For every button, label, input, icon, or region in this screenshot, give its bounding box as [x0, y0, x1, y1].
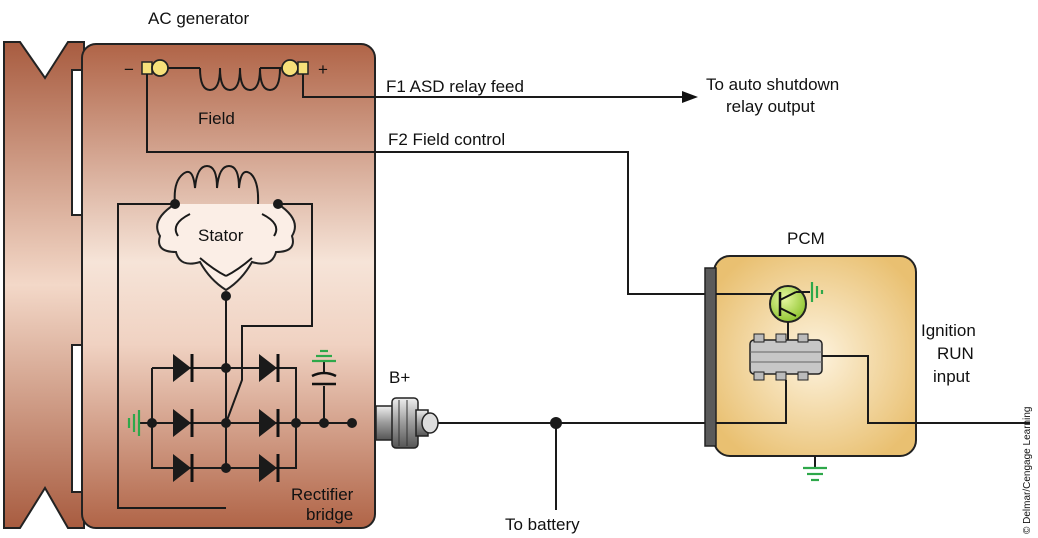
b-plus-label: B+ — [389, 368, 410, 387]
field-label: Field — [198, 109, 235, 128]
f1-arrowhead — [682, 91, 698, 103]
field-coil: − + Field — [124, 59, 328, 128]
capacitor-ground-icon — [312, 349, 336, 363]
ignition-label-line2: RUN — [937, 344, 974, 363]
rectifier-bridge: Rectifier bridge — [117, 203, 357, 524]
stator-label: Stator — [198, 226, 244, 245]
ac-generator-label: AC generator — [148, 9, 249, 28]
to-battery-label: To battery — [505, 515, 580, 534]
pcm-connector — [704, 267, 717, 447]
credit-text: © Delmar/Cengage Learning — [1022, 407, 1033, 534]
field-minus-stud — [151, 59, 169, 77]
diode — [173, 409, 191, 437]
field-minus-sign: − — [124, 60, 134, 79]
stator: Stator — [156, 164, 296, 301]
field-plus-sign: + — [318, 60, 328, 79]
pcm-ground-icon — [803, 466, 827, 482]
f1-label: F1 ASD relay feed — [386, 77, 524, 96]
field-plus-terminal — [297, 61, 309, 75]
diode — [173, 354, 191, 382]
diode — [259, 454, 277, 482]
ignition-label-line1: Ignition — [921, 321, 976, 340]
field-minus-terminal — [141, 61, 153, 75]
rectifier-label-line1: Rectifier — [291, 485, 354, 504]
pcm-module: PCM Ignition RU — [704, 229, 1030, 482]
b-plus-terminal: B+ — [375, 368, 439, 449]
diode — [259, 409, 277, 437]
transistor-ground-icon — [810, 282, 824, 302]
rectifier-label-line2: bridge — [306, 505, 353, 524]
output-wiring: To battery — [438, 417, 708, 534]
diode — [259, 354, 277, 382]
rectifier-ground-icon — [127, 410, 141, 436]
auto-shutdown-label-line2: relay output — [726, 97, 815, 116]
pcm-label: PCM — [787, 229, 825, 248]
field-wires: F1 ASD relay feed F2 Field control — [146, 74, 708, 295]
f2-label: F2 Field control — [388, 130, 505, 149]
pulley — [3, 41, 85, 529]
diode — [173, 454, 191, 482]
auto-shutdown-label-line1: To auto shutdown — [706, 75, 839, 94]
field-plus-stud — [281, 59, 299, 77]
ignition-label-line3: input — [933, 367, 970, 386]
pcm-driver-chip — [749, 339, 823, 375]
